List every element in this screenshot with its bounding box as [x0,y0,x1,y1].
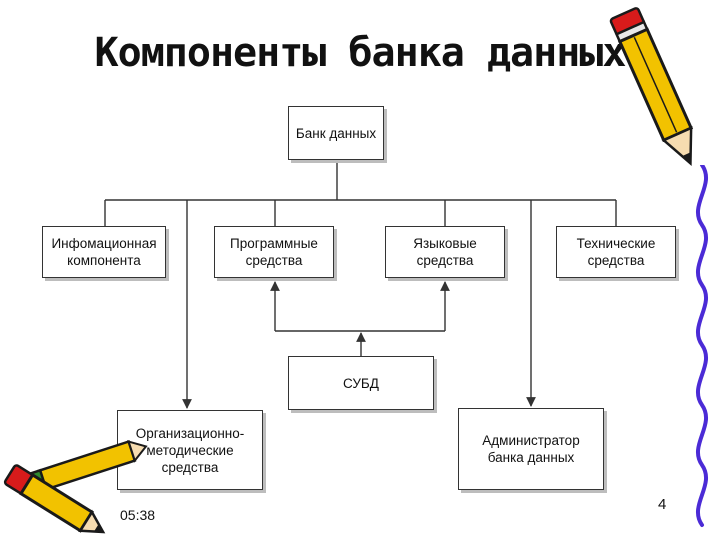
node-lang-label: Языковые средства [413,236,477,268]
node-lang: Языковые средства [385,226,505,278]
node-info-label: Инфомационная компонента [51,236,157,268]
node-admin-label: Администратор банка данных [482,433,580,465]
slide-page-number: 4 [658,496,667,513]
squiggle-decoration-icon [695,165,709,527]
node-prog-label: Программные средства [230,236,318,268]
node-dbms-label: СУБД [343,375,379,391]
pencil-top-icon [609,7,694,167]
node-bank-label: Банк данных [295,125,377,141]
node-prog: Программные средства [214,226,334,278]
slide-title: Компоненты банка данных [94,30,627,76]
node-dbms: СУБД [288,356,434,410]
node-tech: Технические средства [556,226,676,278]
node-info: Инфомационная компонента [42,226,166,278]
slide-time: 05:38 [120,507,156,523]
node-bank: Банк данных [288,106,384,160]
node-admin: Администратор банка данных [458,408,604,490]
node-tech-label: Технические средства [576,236,656,268]
pencils-bottom-icon [3,440,148,534]
node-org-label: Организационно- методические средства [135,425,245,475]
